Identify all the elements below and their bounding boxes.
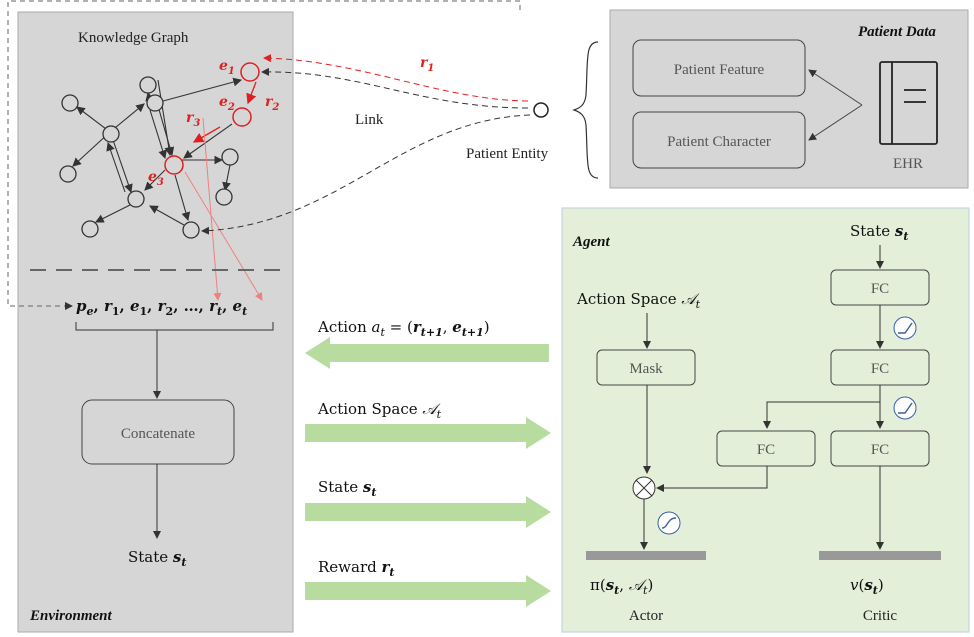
environment-label: Environment [29,608,113,624]
patient-character-box [632,111,806,169]
patient-entity-node [533,102,549,118]
patient-entity-label: Patient Entity [466,146,549,162]
path-sequence: pe, r1, e1, r2, …, rt, et [76,297,247,318]
relu-icon-2 [893,396,917,420]
reward-label: Reward rt [318,558,395,579]
graph-edges [72,77,243,226]
env-state-label: State st [128,548,186,569]
agent-action-space-label: Action Space 𝒜t [576,290,701,311]
red-path-arrows [192,81,257,143]
agent-title: Agent [572,234,611,250]
v-label: v(st) [850,576,884,597]
graph-nodes [59,76,239,239]
state-arrow [305,496,551,528]
concatenate-box [81,399,235,465]
curly-brace [572,41,599,179]
relu-icon-1 [893,316,917,340]
critic-output-bar [819,551,941,560]
actor-label: Actor [629,608,663,624]
ehr-book-icon [879,61,938,145]
state-label: State st [318,478,376,499]
sigmoid-icon [657,511,681,535]
link-line [261,67,529,109]
mask-label: Mask [629,361,663,377]
bracket [75,322,274,331]
path-nodes [164,62,260,175]
critic-label: Critic [863,608,898,624]
fc-label-3: FC [871,442,889,458]
ehr-label: EHR [893,156,923,172]
fc-box-actor [716,430,816,467]
feedback-loop-line [7,0,521,310]
link-label: Link [355,112,384,128]
patient-data-title: Patient Data [858,24,936,40]
action-space-arrow [305,417,551,449]
actor-output-bar [586,551,706,560]
fc-label-1: FC [871,281,889,297]
r1-link [263,54,529,102]
patient-feature-label: Patient Feature [674,62,765,78]
patient-character-label: Patient Character [667,134,771,150]
fc-label-2: FC [871,361,889,377]
link-line-2 [201,114,531,235]
concatenate-label: Concatenate [121,426,195,442]
action-arrow [305,337,549,369]
reward-arrow [305,575,551,607]
mask-box [596,349,696,386]
action-space-label: Action Space 𝒜t [317,400,442,421]
agent-state-label: State st [850,222,908,243]
knowledge-graph-title: Knowledge Graph [78,30,189,46]
patient-feature-box [632,39,806,97]
fc-label-actor: FC [757,442,775,458]
action-label: Action at = (rt+1, et+1) [317,318,490,339]
multiply-node [632,476,656,500]
r1-label: r1 [420,55,434,74]
